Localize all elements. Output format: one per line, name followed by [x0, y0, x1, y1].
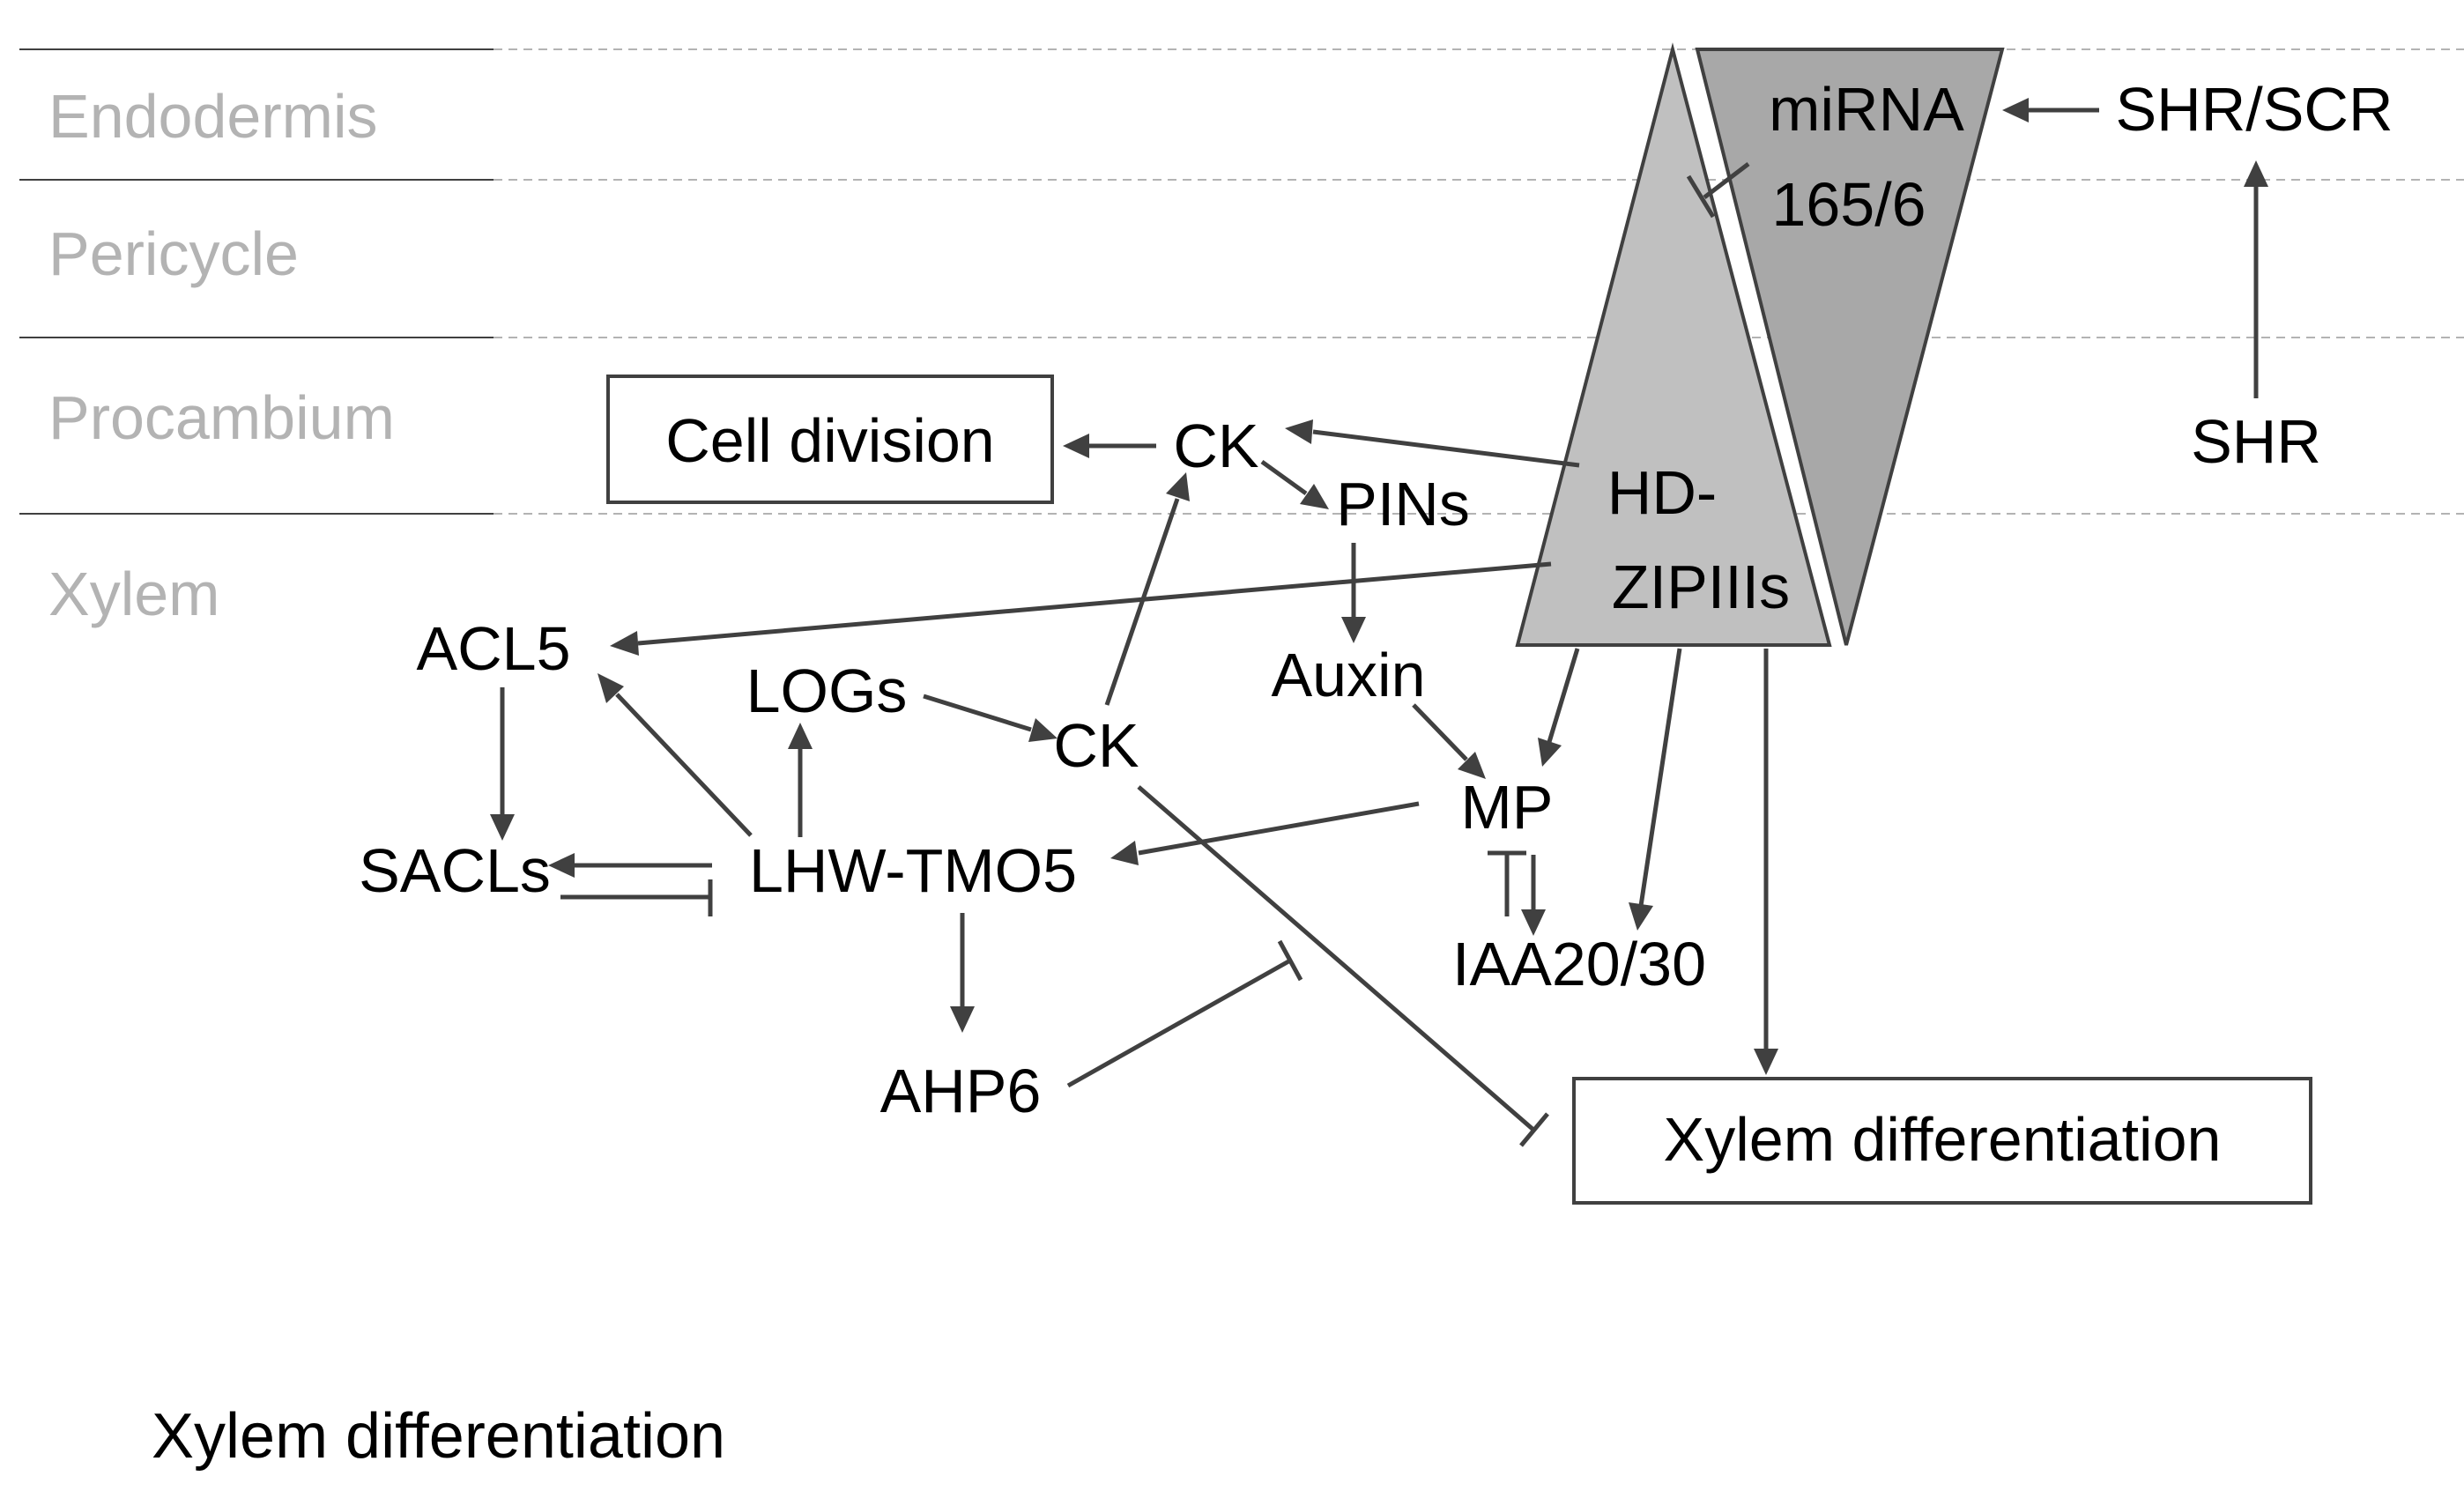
layer-label-endodermis: Endodermis	[48, 82, 378, 151]
figure-caption: Xylem differentiation	[152, 1401, 725, 1472]
node-pins: PINs	[1336, 470, 1470, 538]
mirna-gradient-wedge	[1695, 48, 2005, 646]
edge-hdzip-acl5	[637, 561, 1552, 646]
edge-ahp6-represses-ck	[1066, 958, 1292, 1088]
node-ck-xylem: CK	[1053, 711, 1139, 780]
edge-auxin-mp	[1412, 703, 1468, 761]
node-ahp6: AHP6	[880, 1057, 1042, 1125]
edge-mirna-represses-hdzip	[1703, 162, 1750, 199]
layer-separators	[19, 48, 2464, 515]
edge-ck-represses-xylemdiff	[1137, 785, 1535, 1131]
node-mirna-line1: miRNA	[1769, 75, 1964, 144]
node-logs: LOGs	[746, 656, 908, 725]
edges	[490, 98, 2268, 1147]
node-auxin: Auxin	[1271, 641, 1425, 709]
node-ck-procambium: CK	[1173, 412, 1258, 480]
cell-division-label: Cell division	[665, 406, 994, 475]
node-mirna-line2: 165/6	[1771, 170, 1926, 239]
xylem-differentiation-box: Xylem differentiation	[1572, 1077, 2312, 1205]
node-sacls: SACLs	[359, 836, 551, 905]
node-iaa20-30: IAA20/30	[1452, 930, 1706, 998]
layer-label-xylem: Xylem	[48, 560, 219, 628]
edge-ck-pins	[1260, 459, 1308, 496]
edge-mp-lhwtmo5	[1138, 801, 1420, 856]
layer-label-procambium: Procambium	[48, 383, 395, 452]
node-hdzip-line2: ZIPIIIs	[1612, 553, 1790, 621]
edge-logs-ck	[923, 694, 1032, 732]
edge-hdzip-iaa	[1638, 648, 1682, 907]
edge-hdzip-ck	[1312, 429, 1580, 468]
node-acl5: ACL5	[416, 614, 570, 683]
node-mp: MP	[1461, 773, 1554, 842]
edge-hdzip-mp	[1547, 648, 1580, 743]
layer-label-pericycle: Pericycle	[48, 219, 299, 288]
edge-ckxylem-ckprocambium	[1104, 498, 1180, 706]
node-shr-scr: SHR/SCR	[2115, 75, 2393, 144]
xylem-differentiation-label: Xylem differentiation	[1664, 1105, 2222, 1174]
hdzip-gradient-wedge	[1515, 42, 1832, 647]
node-shr: SHR	[2191, 407, 2321, 476]
node-lhw-tmo5: LHW-TMO5	[749, 836, 1077, 905]
cell-division-box: Cell division	[606, 375, 1054, 504]
node-hdzip-line1: HD-	[1607, 458, 1717, 527]
edge-lhwtmo5-acl5	[615, 693, 753, 837]
